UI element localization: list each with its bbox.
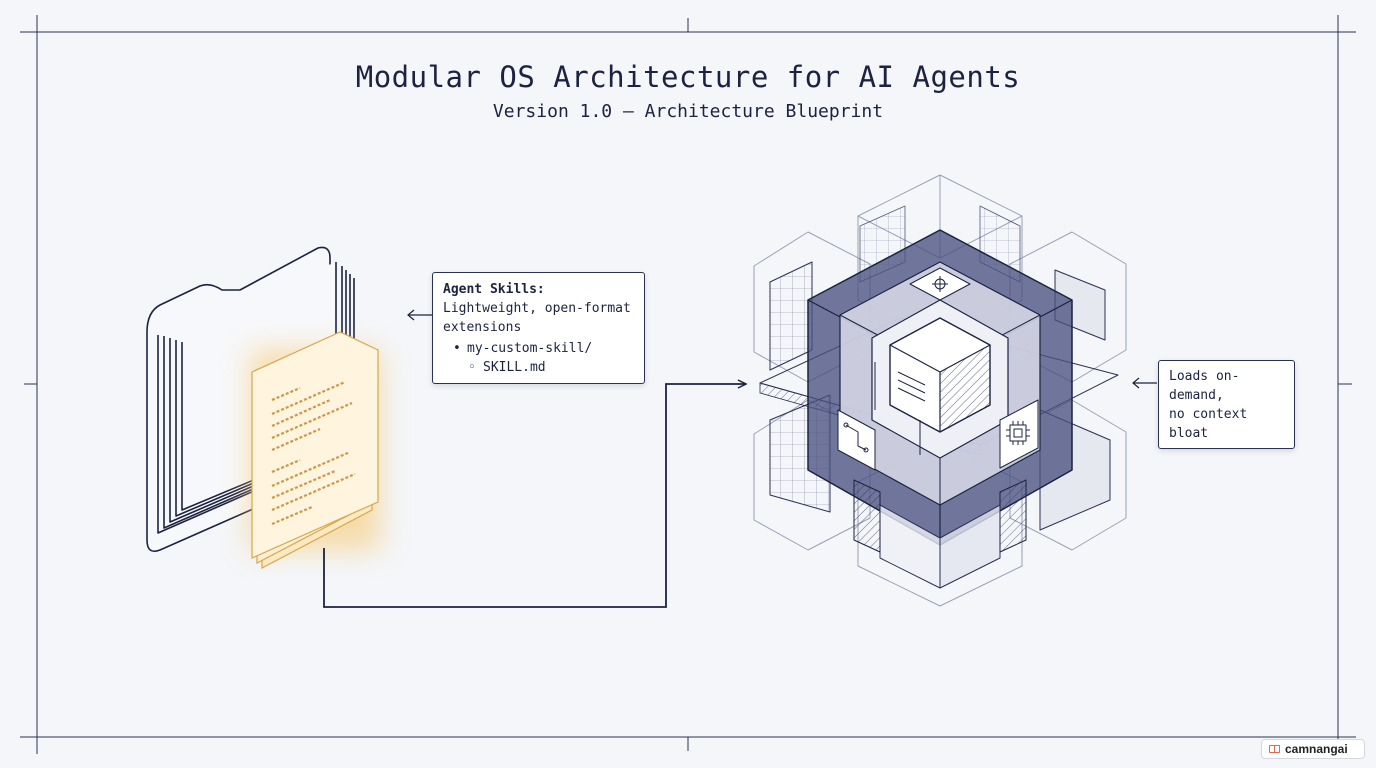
watermark-text: camnangai xyxy=(1285,742,1348,756)
skill-folder-item: my-custom-skill/ xyxy=(453,339,639,358)
watermark-badge: camnangai xyxy=(1261,739,1365,759)
skill-file-tree: my-custom-skill/ SKILL.md xyxy=(443,339,639,377)
skill-file-item: SKILL.md xyxy=(467,358,639,377)
on-demand-line-2: no context bloat xyxy=(1169,407,1248,441)
arrow-left-icon xyxy=(407,309,432,321)
agent-skills-label-rest: Lightweight, open-format extensions xyxy=(443,301,631,335)
blueprint-frame xyxy=(20,15,1356,754)
arrow-left-icon xyxy=(1132,377,1157,389)
skill-document-icon xyxy=(250,331,380,569)
book-icon xyxy=(1269,745,1280,753)
connector-line xyxy=(323,384,746,608)
agent-skills-label: Agent Skills: Lightweight, open-format e… xyxy=(443,280,639,337)
on-demand-callout: Loads on-demand, no context bloat xyxy=(1158,360,1295,449)
agent-skills-label-bold: Agent Skills: xyxy=(443,282,545,297)
page-title: Modular OS Architecture for AI Agents xyxy=(355,60,1021,94)
gear-icon xyxy=(932,276,948,292)
page-subtitle: Version 1.0 – Architecture Blueprint xyxy=(492,101,884,122)
on-demand-line-1: Loads on-demand, xyxy=(1169,369,1240,403)
agent-skills-callout: Agent Skills: Lightweight, open-format e… xyxy=(432,272,645,384)
modular-cube-icon xyxy=(753,174,1127,607)
cpu-chip-icon xyxy=(1006,421,1030,445)
